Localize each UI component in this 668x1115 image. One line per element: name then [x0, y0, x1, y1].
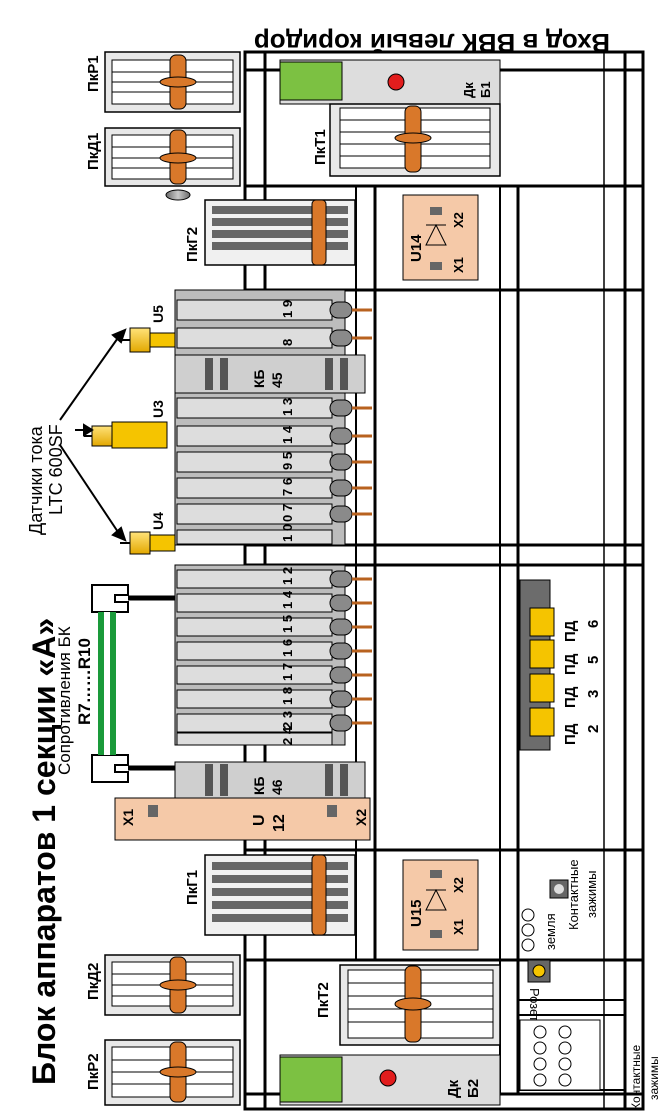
- current-sensor-u5: U5: [120, 305, 176, 353]
- module-u14: U14 X1 X2: [402, 194, 479, 281]
- breaker-pkr2: ПкР2: [85, 1039, 241, 1106]
- contactor-label: 1 0: [280, 524, 295, 542]
- pd-block: ПД ПД ПД ПД 6 5 3 2: [519, 579, 602, 751]
- contactor-group-lower: 1 2 1 4 1 5 1 6 1 7 1 8 2 3 2 4: [174, 564, 372, 746]
- terminals-label: Контактные: [629, 1045, 643, 1110]
- ground-label: земля: [543, 913, 558, 950]
- kb-label: КБ: [251, 369, 267, 388]
- dk-label: Дк: [461, 82, 476, 98]
- bottom-contact-terminals: Контактные зажимы: [519, 1019, 661, 1110]
- breaker-label: ПкР2: [85, 1053, 102, 1090]
- pd-label: ПД: [562, 653, 579, 675]
- module-label: 12: [271, 814, 288, 832]
- breaker-pkg1: ПкГ1: [184, 854, 356, 936]
- current-sensor-u3: U3: [84, 400, 168, 449]
- contactor-label: 1 6: [280, 639, 295, 657]
- sensor-caption: Датчики тока: [26, 425, 46, 535]
- terminal-label: X1: [451, 919, 466, 935]
- sensor-caption: LTC 600SF: [46, 424, 66, 515]
- dk-b2-unit: Дк Б2: [279, 1054, 501, 1106]
- contactor-label: 1 4: [280, 425, 295, 444]
- breaker-pkr1: ПкР1: [85, 51, 241, 113]
- contactor-label: 7 6: [280, 478, 295, 496]
- sensor-label: U5: [150, 305, 166, 323]
- current-sensor-u4: U4: [120, 512, 176, 555]
- kb-label: 46: [269, 779, 285, 795]
- kb-label: 45: [269, 372, 285, 388]
- terminals-label: зажимы: [647, 1056, 661, 1100]
- breaker-label: ПкТ1: [312, 129, 329, 165]
- kb46-block: КБ 46: [174, 761, 366, 799]
- sensor-label: U3: [150, 400, 166, 418]
- contactor-label: 8: [280, 339, 295, 346]
- dk-label: Б2: [465, 1079, 482, 1098]
- terminal-label: X1: [120, 809, 136, 826]
- terminal-label: X1: [451, 257, 466, 273]
- contactor-label: 1 9: [280, 300, 295, 318]
- kb45-block: КБ 45: [174, 354, 366, 394]
- terminal-label: X2: [451, 877, 466, 893]
- resistor-caption: R7……R10: [75, 638, 94, 725]
- contactor-label: 2 3: [280, 711, 295, 729]
- breaker-pkt2: ПкТ2: [315, 964, 501, 1046]
- contactor-label: 1 7: [280, 663, 295, 681]
- breaker-label: ПкТ2: [315, 982, 332, 1018]
- contact-terminals: Контактные зажимы земля: [521, 859, 599, 952]
- pd-number: 2: [585, 725, 602, 733]
- terminals-label: Контактные: [566, 859, 581, 930]
- pd-number: 5: [585, 656, 602, 664]
- module-label: U15: [408, 899, 425, 927]
- breaker-label: ПкД2: [85, 963, 102, 1000]
- contactor-group-upper: 1 9 8 1 3 1 4 9 5 7 6 0 7 1 0: [174, 289, 372, 546]
- module-u12: X1 U 12 X2: [114, 797, 371, 841]
- contactor-label: 1 2: [280, 567, 295, 585]
- terminal-label: X2: [451, 212, 466, 228]
- contactor-label: 2 4: [280, 726, 295, 745]
- contactor-label: 1 4: [280, 590, 295, 609]
- contactor-label: 0 7: [280, 504, 295, 522]
- contactor-label: 1 8: [280, 687, 295, 705]
- pd-number: 6: [585, 620, 602, 628]
- breaker-label: ПкД1: [85, 133, 102, 170]
- resistor-caption: Сопротивления БК: [55, 626, 74, 775]
- breaker-label: ПкГ2: [184, 227, 201, 262]
- kb-label: КБ: [251, 776, 267, 795]
- dk-b1-unit: Дк Б1: [279, 59, 501, 105]
- pd-number: 3: [585, 690, 602, 698]
- pd-label: ПД: [562, 723, 579, 745]
- breaker-pkg2: ПкГ2: [184, 199, 356, 266]
- contactor-label: 1 3: [280, 398, 295, 416]
- terminal-label: X2: [353, 809, 369, 826]
- sensor-label: U4: [150, 512, 166, 530]
- resistors-r7-r10: [91, 584, 175, 783]
- terminals-label: зажимы: [584, 871, 599, 918]
- module-u15: U15 X1 X2: [402, 859, 479, 951]
- pd-label: ПД: [562, 620, 579, 642]
- contactor-label: 9 5: [280, 452, 295, 470]
- pd-label: ПД: [562, 686, 579, 708]
- module-label: U: [251, 814, 268, 826]
- module-label: U14: [408, 234, 425, 262]
- breaker-pkd2: ПкД2: [85, 954, 241, 1016]
- breaker-pkd1: ПкД1: [85, 127, 241, 201]
- contactor-label: 1 5: [280, 615, 295, 633]
- sensor-arrows: [59, 328, 127, 542]
- breaker-pkt1: ПкТ1: [312, 103, 501, 177]
- dk-label: Дк: [445, 1079, 462, 1098]
- breaker-label: ПкГ1: [184, 870, 201, 905]
- dk-label: Б1: [478, 81, 493, 98]
- breaker-label: ПкР1: [85, 55, 102, 92]
- block-title: Блок аппаратов 1 секции «А»: [26, 618, 62, 1085]
